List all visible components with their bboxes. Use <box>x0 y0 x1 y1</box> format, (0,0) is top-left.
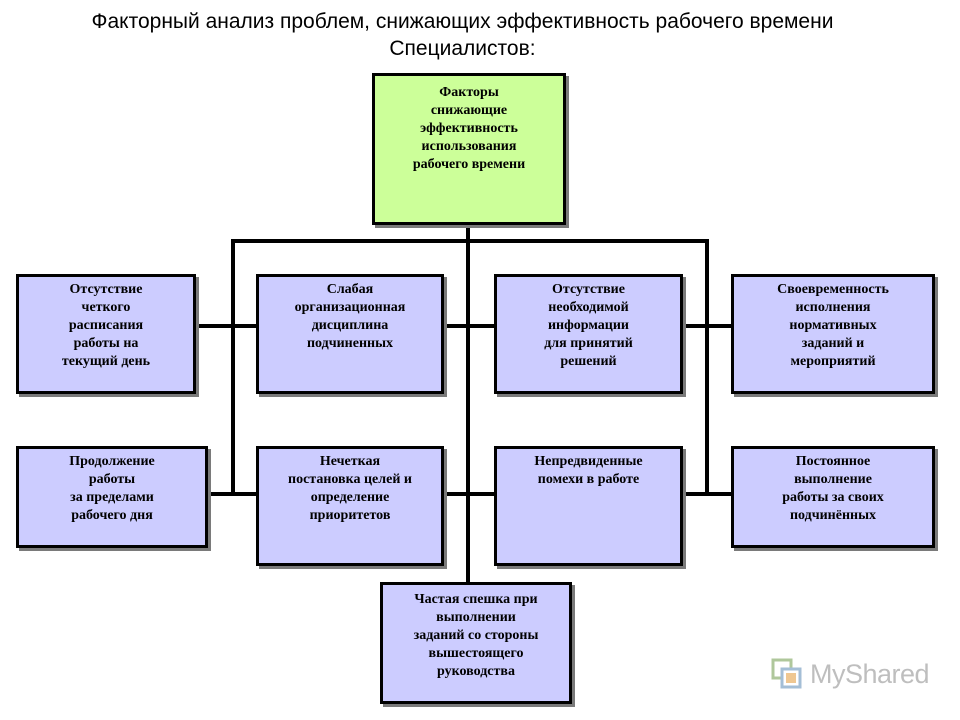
factor-box-overtime-work: Продолжение работы за пределами рабочего… <box>16 446 208 548</box>
factor-box-no-schedule: Отсутствие четкого расписания работы на … <box>16 274 196 394</box>
watermark: MyShared <box>770 654 930 694</box>
factor-box-unexpected-interruptions: Непредвиденные помехи в работе <box>494 446 683 566</box>
page-title-line-2: Специалистов: <box>389 37 536 60</box>
myshared-logo-icon <box>771 658 802 689</box>
factor-box-timely-execution: Своевременность исполнения нормативных з… <box>731 274 935 394</box>
page-title: Факторный анализ проблем, снижающих эффе… <box>0 8 925 62</box>
watermark-text: MyShared <box>810 658 930 689</box>
page-title-line-1: Факторный анализ проблем, снижающих эффе… <box>91 10 834 33</box>
factor-box-missing-information: Отсутствие необходимой информации для пр… <box>494 274 683 394</box>
root-factor-box: Факторы снижающие эффективность использо… <box>372 73 566 225</box>
factor-box-weak-discipline: Слабая организационная дисциплина подчин… <box>256 274 444 394</box>
factor-box-unclear-goals: Нечеткая постановка целей и определение … <box>256 446 444 566</box>
factor-box-doing-subordinates-work: Постоянное выполнение работы за своих по… <box>731 446 935 548</box>
factor-box-frequent-rush: Частая спешка при выполнении заданий со … <box>380 582 572 704</box>
